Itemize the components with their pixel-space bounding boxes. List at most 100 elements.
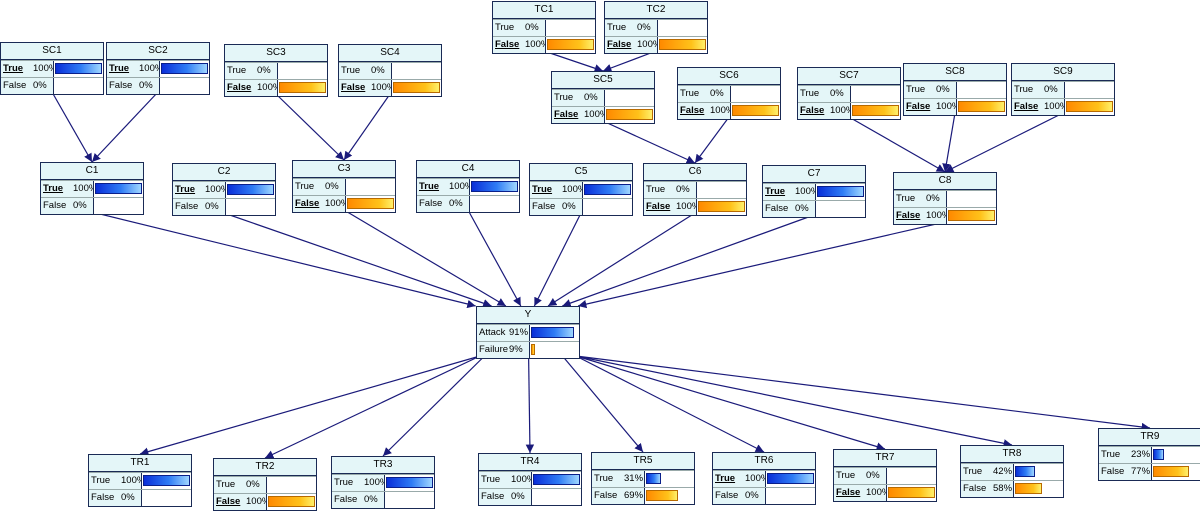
state-name: False xyxy=(680,105,705,116)
state-row[interactable]: Failure9% xyxy=(477,341,579,358)
node-title: Y xyxy=(477,307,579,324)
probability-bar-cell xyxy=(730,86,780,102)
state-percent: 0% xyxy=(866,470,880,481)
state-percent: 100% xyxy=(364,477,384,488)
probability-bar xyxy=(95,183,142,194)
edge-y-tr3 xyxy=(382,355,485,457)
